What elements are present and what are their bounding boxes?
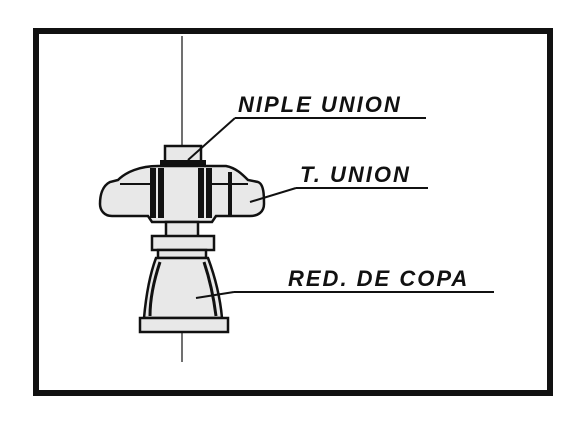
t-union-part bbox=[98, 164, 266, 224]
niple-union-part bbox=[160, 144, 206, 166]
label-t-union: T. UNION bbox=[300, 162, 411, 187]
leader-red-de-copa bbox=[195, 291, 494, 299]
leader-niple-union bbox=[187, 117, 426, 161]
drawing-frame bbox=[33, 28, 553, 396]
label-red-de-copa: RED. DE COPA bbox=[288, 266, 469, 291]
red-de-copa-part bbox=[138, 256, 230, 334]
label-niple-union: NIPLE UNION bbox=[238, 92, 402, 117]
neck-part bbox=[150, 220, 216, 260]
leader-t-union bbox=[249, 187, 428, 203]
